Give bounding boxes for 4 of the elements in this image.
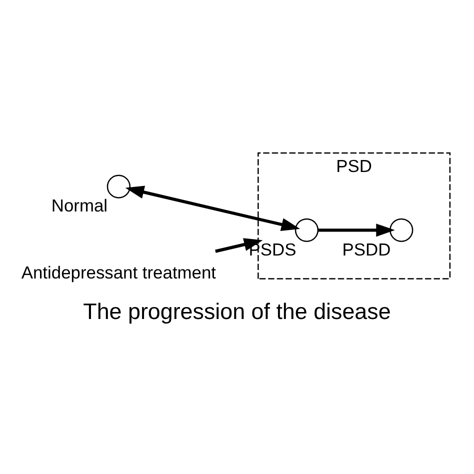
node-text: Antidepressant treatment	[21, 262, 216, 282]
node-label: Normal	[51, 196, 108, 216]
caption: The progression of the disease	[83, 299, 391, 324]
node-label: PSDD	[342, 239, 391, 260]
